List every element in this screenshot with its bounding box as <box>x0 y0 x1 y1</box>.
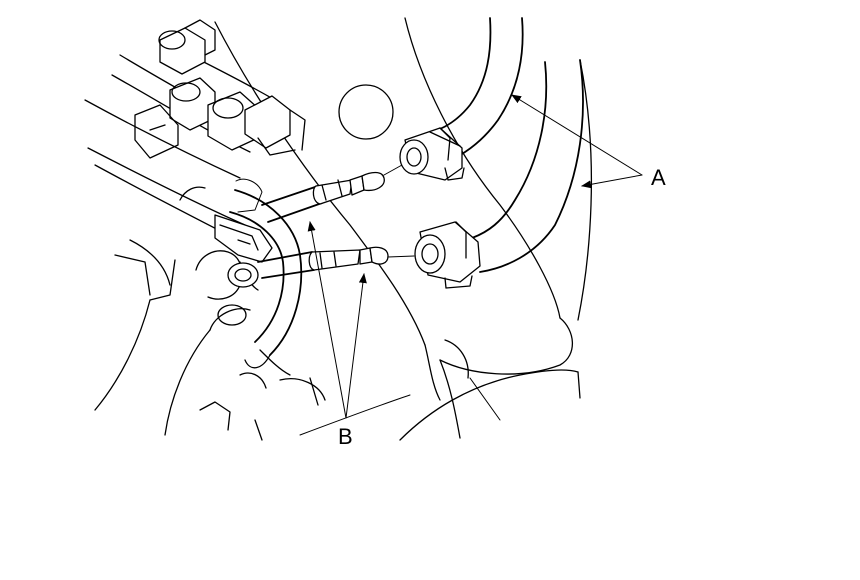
alignment-lines <box>383 164 415 258</box>
callout-label-a: A <box>651 165 666 190</box>
fitting-b-upper <box>261 171 385 223</box>
engine-body-outline <box>214 17 581 441</box>
callout-a-leaders <box>511 94 643 189</box>
callout-label-b: B <box>338 424 353 449</box>
bracket <box>214 214 273 291</box>
hose-a-upper <box>399 17 524 181</box>
hose-a-lower <box>414 59 584 289</box>
hose-extra-line <box>577 59 593 321</box>
engine-components <box>84 19 326 441</box>
callout-b-leaders <box>307 221 367 419</box>
fitting-b-lower <box>257 246 389 279</box>
